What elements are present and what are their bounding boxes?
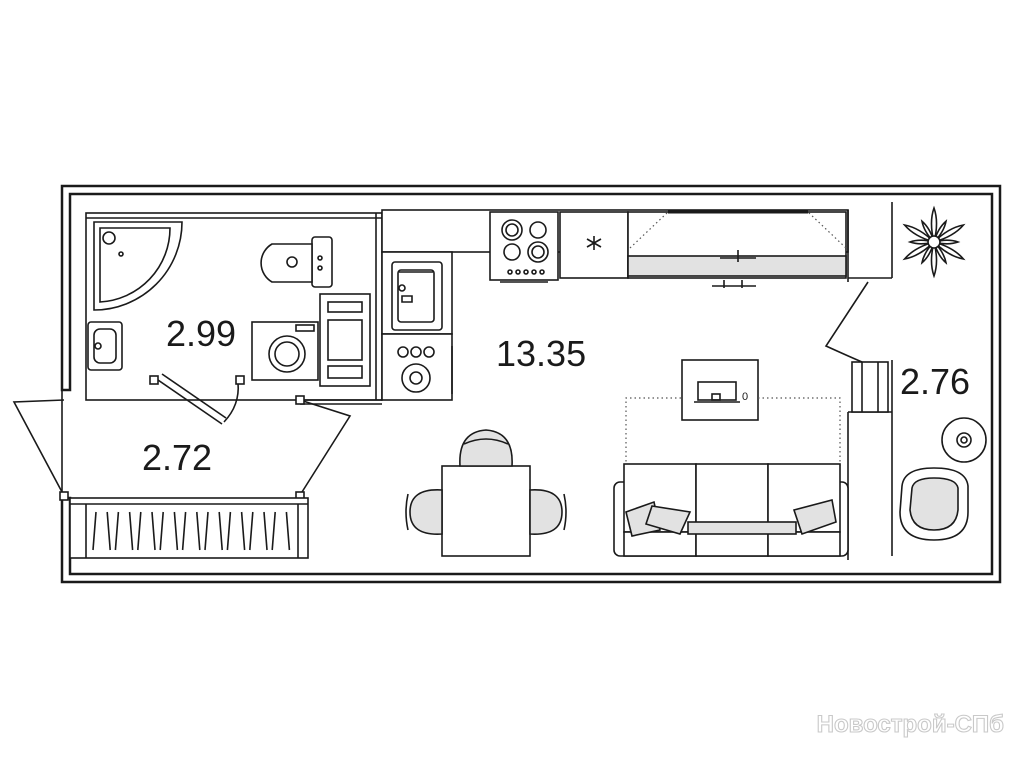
kitchen xyxy=(381,209,849,401)
tv-stand: 0 xyxy=(681,359,759,421)
hallway-area-label: 2.72 xyxy=(142,437,212,478)
washing-machine xyxy=(251,321,319,381)
shower-cabin xyxy=(93,221,183,311)
kitchen-cabinets xyxy=(627,210,847,288)
balcony-area-label: 2.76 xyxy=(900,361,970,402)
washbasin xyxy=(87,321,123,371)
toilet xyxy=(260,236,333,288)
bathroom xyxy=(85,212,383,425)
bathroom-door xyxy=(149,373,245,425)
living-area-label: 13.35 xyxy=(496,333,586,374)
bathroom-area-label: 2.99 xyxy=(166,313,236,354)
cooktop-hob xyxy=(489,211,559,283)
outer-walls xyxy=(60,184,1002,584)
dining-set xyxy=(405,429,567,557)
potted-plant xyxy=(902,205,966,279)
kitchen-sink xyxy=(391,261,443,331)
wardrobe xyxy=(69,497,309,559)
watermark: Новострой-СПб xyxy=(817,711,1004,738)
svg-text:0: 0 xyxy=(742,391,748,403)
kitchen-oven xyxy=(397,346,453,394)
hallway xyxy=(12,395,382,559)
balcony-furniture xyxy=(899,417,987,541)
fridge xyxy=(559,211,629,279)
bathroom-shelf xyxy=(319,293,371,387)
sofa xyxy=(613,463,849,557)
